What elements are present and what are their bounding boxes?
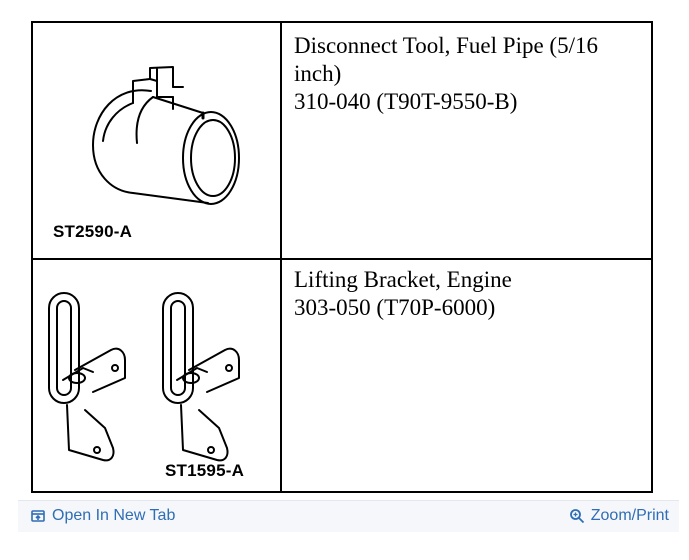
- disconnect-tool-drawing: [92, 66, 240, 205]
- image-toolbar: Open In New Tab Zoom/Print: [18, 500, 679, 532]
- lifting-bracket-drawing: [48, 292, 240, 462]
- tool-table: ST2590-A Disconnect Tool, Fuel Pipe (5/1…: [31, 21, 653, 493]
- magnifier-icon: [569, 509, 584, 524]
- zoom-print-label: Zoom/Print: [590, 507, 669, 524]
- tool-code: ST1595-A: [165, 461, 245, 480]
- open-in-new-tab-label: Open In New Tab: [52, 507, 176, 524]
- lifting-bracket-illustration-cell: ST1595-A: [33, 260, 280, 493]
- description-line: Disconnect Tool, Fuel Pipe (5/16: [294, 33, 598, 58]
- description-line: inch): [294, 61, 342, 86]
- column-divider: [280, 23, 282, 491]
- description-line: Lifting Bracket, Engine: [294, 267, 512, 292]
- description-line: 310-040 (T90T-9550-B): [294, 89, 518, 114]
- disconnect-tool-description: Disconnect Tool, Fuel Pipe (5/16 inch) 3…: [294, 32, 644, 116]
- lifting-bracket-description: Lifting Bracket, Engine 303-050 (T70P-60…: [294, 266, 644, 322]
- open-in-new-tab-link[interactable]: Open In New Tab: [30, 507, 175, 525]
- open-in-new-tab-icon: [31, 510, 45, 522]
- tool-code: ST2590-A: [53, 222, 133, 241]
- row-divider: [33, 258, 651, 260]
- description-line: 303-050 (T70P-6000): [294, 295, 496, 320]
- zoom-print-link[interactable]: Zoom/Print: [569, 507, 669, 525]
- tool-illustration-figure: ST2590-A Disconnect Tool, Fuel Pipe (5/1…: [18, 15, 668, 500]
- disconnect-tool-illustration-cell: ST2590-A: [33, 23, 280, 258]
